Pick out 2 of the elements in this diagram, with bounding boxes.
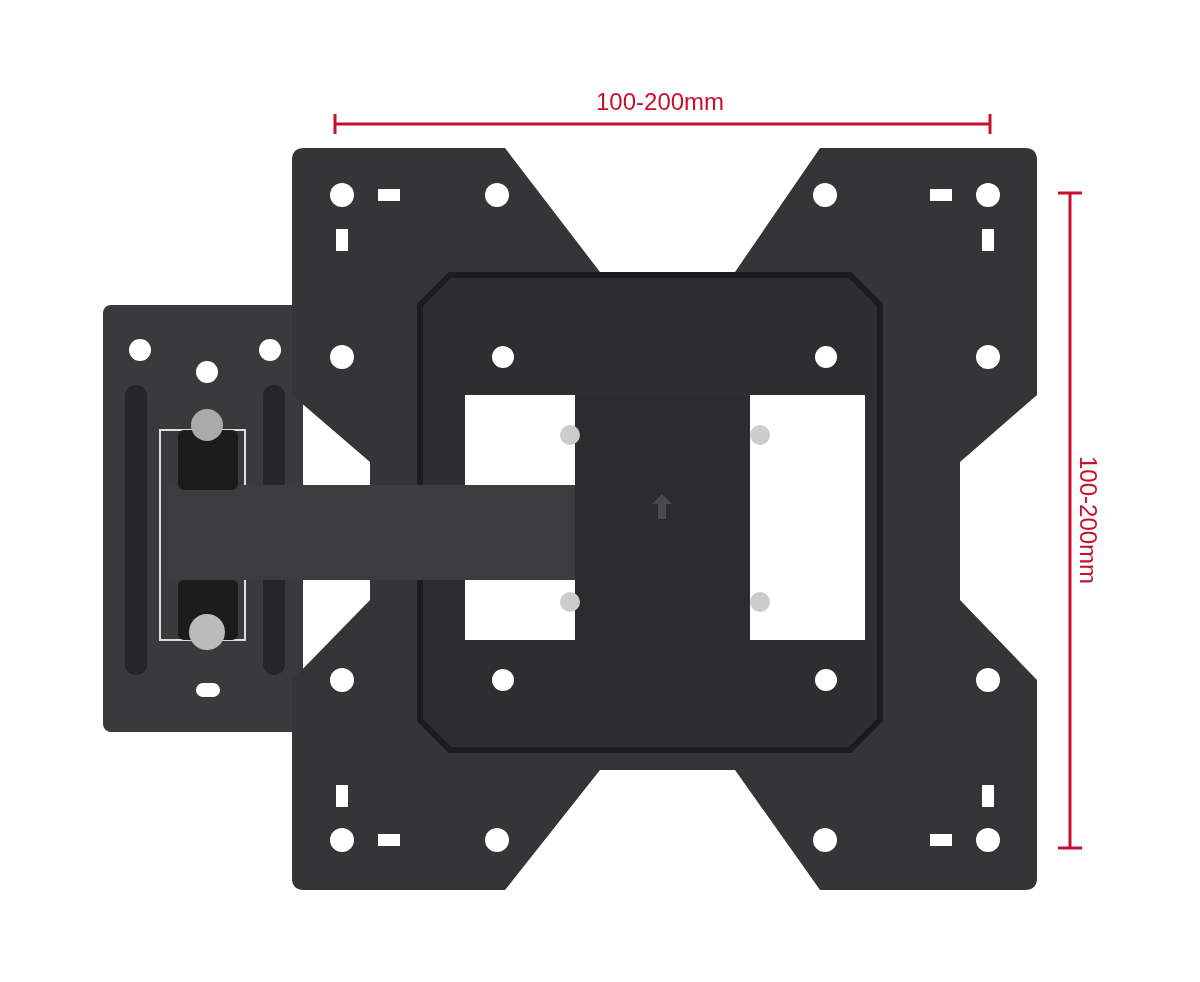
dimension-label: 100-200mm bbox=[1074, 456, 1102, 585]
dimension-label: 100-200mm bbox=[596, 88, 725, 116]
